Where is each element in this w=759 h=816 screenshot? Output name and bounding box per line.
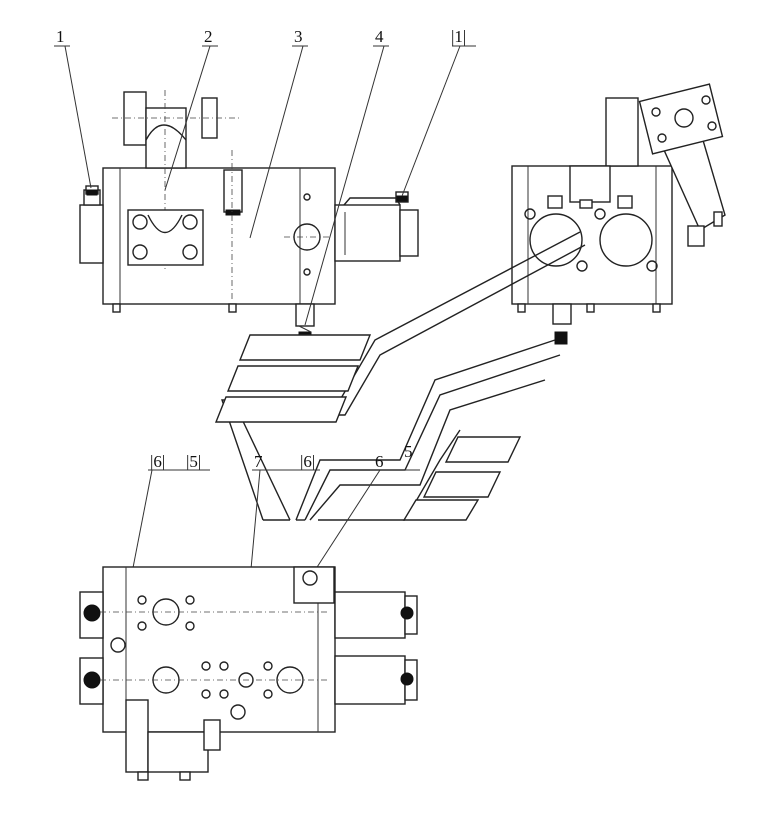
flange-cap (123, 91, 147, 146)
callout-5-boxed-left: |5| (186, 452, 201, 471)
solenoid (334, 204, 401, 262)
callout-5-mid: 5 (404, 442, 413, 461)
callout-7: 7 (254, 452, 263, 471)
callout-1: 1 (56, 27, 65, 46)
solenoid-top (334, 591, 406, 639)
callout-6-mid: 6 (375, 452, 384, 471)
label-plates (214, 231, 586, 521)
cartridge-left (529, 213, 583, 267)
plate-3 (214, 396, 348, 423)
callout-6-boxed-left: |6| (150, 452, 165, 471)
callout-leaders-top (54, 45, 476, 326)
callout-6-boxed-mid: |6| (300, 452, 315, 471)
bottom-plug (295, 303, 315, 327)
callout-3: 3 (294, 27, 303, 46)
plate-4 (444, 436, 522, 463)
left-boss (79, 204, 104, 264)
plate-2 (226, 365, 360, 392)
bottom-valve-assembly (79, 566, 418, 781)
callout-1-boxed: |1| (451, 27, 466, 46)
bottom-lever (125, 699, 149, 773)
callout-4: 4 (375, 27, 384, 46)
cartridge-right (599, 213, 653, 267)
plate-5 (422, 471, 502, 498)
arm-flange (638, 83, 724, 155)
top-left-valve-assembly (79, 90, 419, 345)
top-right-valve-assembly (511, 83, 726, 345)
plate-6 (402, 499, 480, 521)
solenoid-bottom (334, 655, 406, 705)
plate-1 (238, 334, 372, 361)
port-flange (127, 209, 204, 266)
callout-2: 2 (204, 27, 213, 46)
